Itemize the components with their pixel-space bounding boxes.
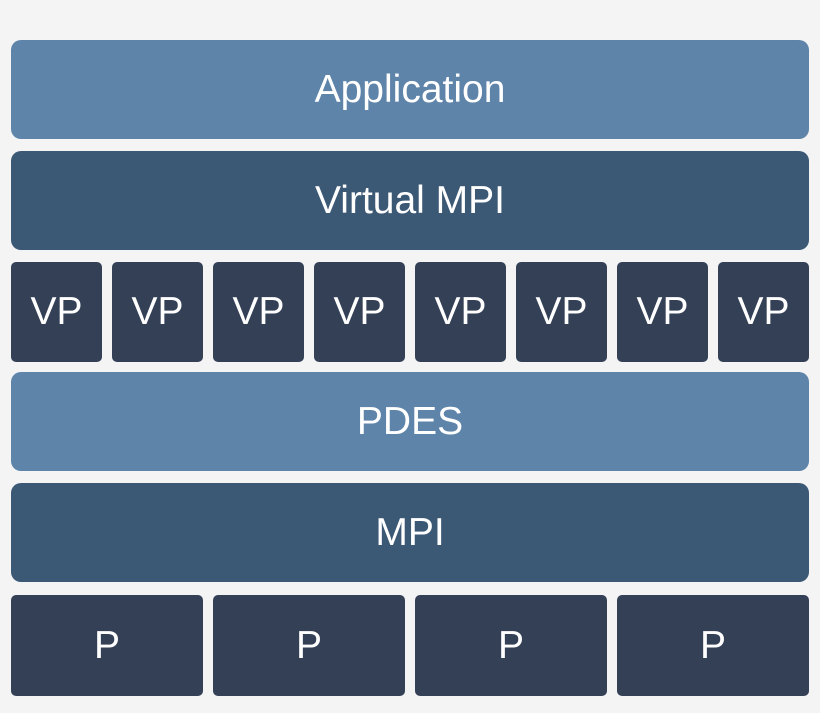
p-cell: P [11,595,203,696]
p-cell: P [415,595,607,696]
p-label: P [497,623,524,667]
vp-cell: VP [314,262,405,362]
vp-cell: VP [415,262,506,362]
mpi-layer: MPI [11,483,809,582]
vp-cell: VP [718,262,809,362]
vp-label: VP [737,290,790,333]
vp-label: VP [131,290,184,333]
p-label: P [699,623,726,667]
vp-cell: VP [11,262,102,362]
pdes-label: PDES [356,399,464,443]
mpi-label: MPI [375,510,445,554]
vp-label: VP [535,290,588,333]
p-row: P P P P [11,595,809,696]
vp-cell: VP [112,262,203,362]
virtual-mpi-layer: Virtual MPI [11,151,809,250]
pdes-layer: PDES [11,372,809,471]
application-layer: Application [11,40,809,139]
vp-label: VP [636,290,689,333]
vp-cell: VP [516,262,607,362]
p-cell: P [213,595,405,696]
layer-stack-diagram: Application Virtual MPI VP VP VP VP VP V… [11,40,809,696]
vp-label: VP [30,290,83,333]
p-label: P [93,623,120,667]
vp-label: VP [434,290,487,333]
vp-label: VP [333,290,386,333]
p-label: P [295,623,322,667]
application-label: Application [314,67,506,111]
p-cell: P [617,595,809,696]
vp-cell: VP [213,262,304,362]
vp-cell: VP [617,262,708,362]
vp-label: VP [232,290,285,333]
vp-row: VP VP VP VP VP VP VP VP [11,262,809,362]
virtual-mpi-label: Virtual MPI [314,178,505,222]
